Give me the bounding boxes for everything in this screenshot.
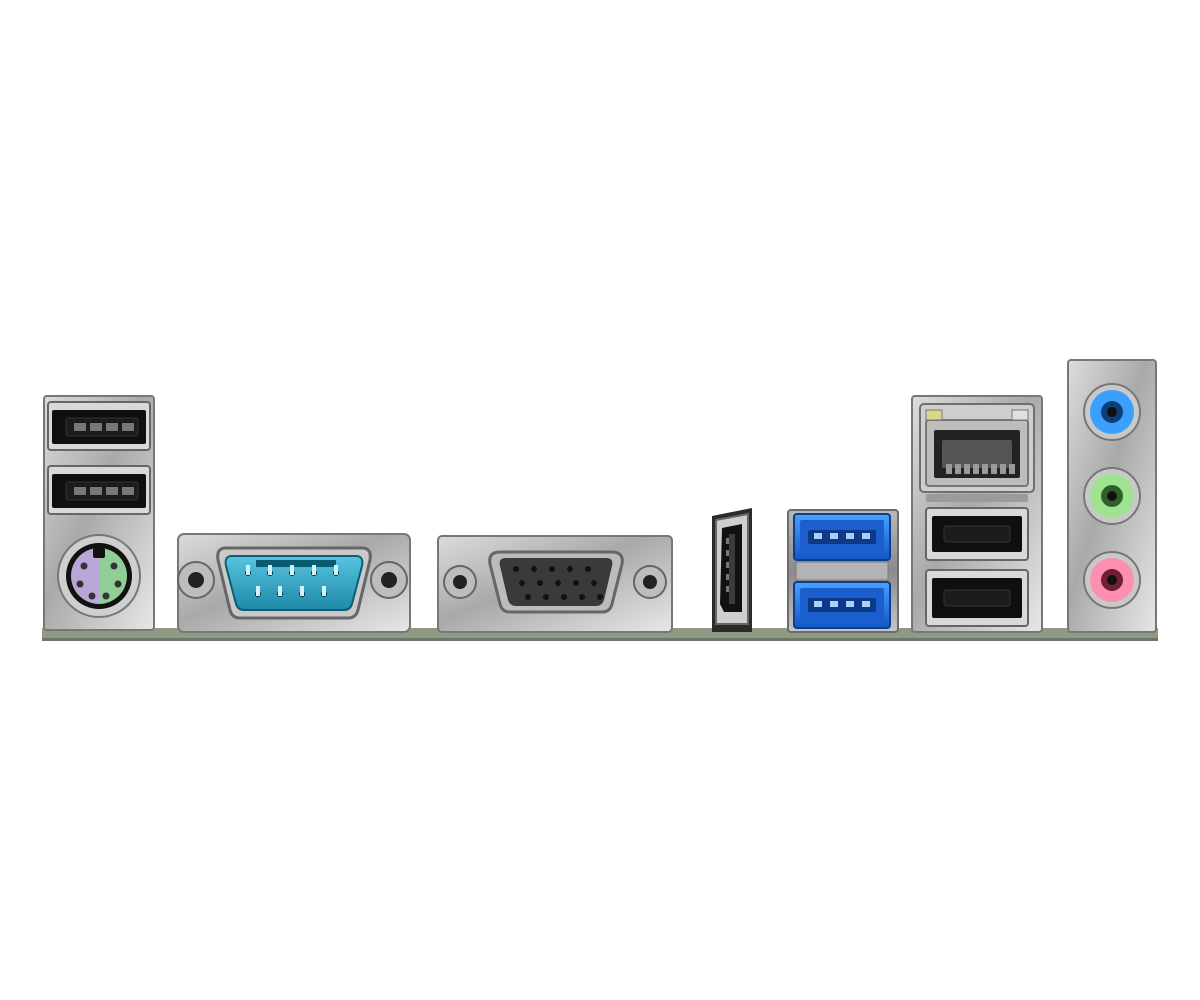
lan-divider [926, 494, 1028, 502]
lan-led-right [1011, 409, 1029, 421]
usb-ps2-stack [43, 395, 155, 631]
ps2-port[interactable] [57, 534, 141, 618]
serial-port-screw-left [177, 561, 215, 599]
audio-stack [1067, 359, 1157, 633]
pcb-edge-shadow [42, 638, 1158, 641]
usb2-port-2[interactable] [47, 465, 151, 515]
hdmi-port[interactable] [712, 508, 752, 632]
usb3-port-2[interactable] [793, 581, 891, 629]
vga-port[interactable] [488, 550, 624, 614]
serial-port-screw-right [370, 561, 408, 599]
vga-pins [513, 566, 603, 600]
lan-led-left [925, 409, 943, 421]
vga-port-screw-left [443, 565, 477, 599]
audio-line-out[interactable] [1083, 467, 1141, 525]
serial-port-assembly [177, 533, 411, 633]
usb2-port-1[interactable] [47, 401, 151, 451]
usb2-port-3[interactable] [925, 507, 1029, 561]
audio-line-in[interactable] [1083, 383, 1141, 441]
usb3-port-1[interactable] [793, 513, 891, 561]
lan-usb-stack [911, 395, 1043, 633]
rj45-port[interactable] [919, 403, 1035, 493]
audio-mic-in[interactable] [1083, 551, 1141, 609]
vga-port-assembly [437, 535, 673, 633]
usb3-stack [787, 509, 899, 633]
usb2-port-4[interactable] [925, 569, 1029, 627]
vga-port-screw-right [633, 565, 667, 599]
serial-port[interactable] [216, 546, 372, 620]
usb3-divider [795, 561, 889, 581]
